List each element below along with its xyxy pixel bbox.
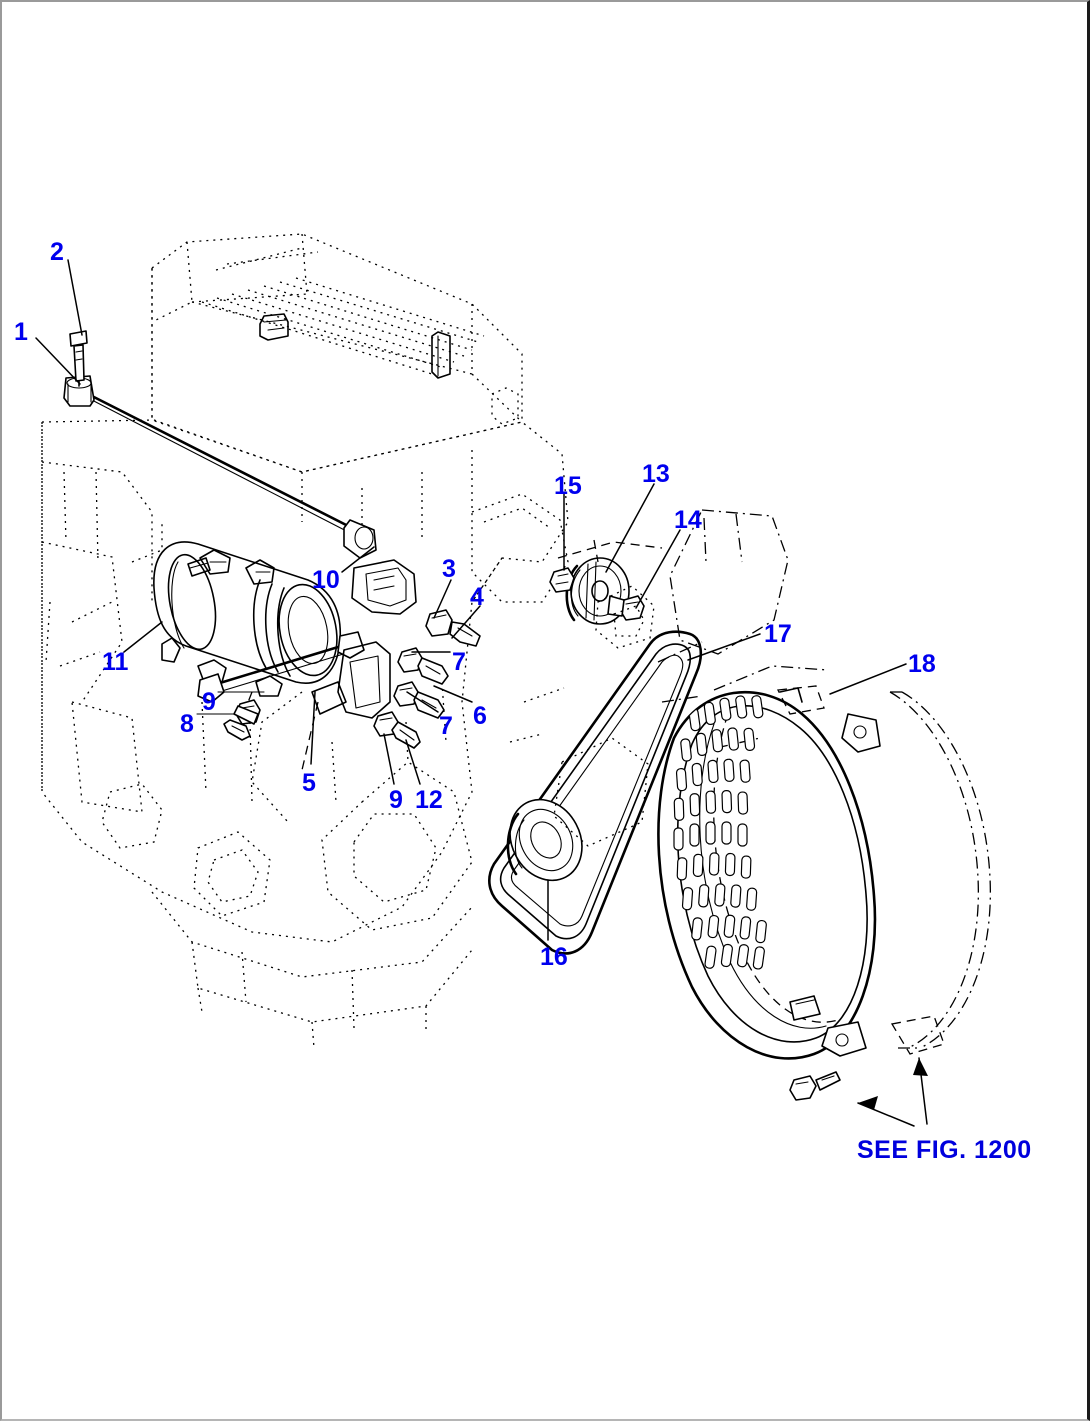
v-belt bbox=[488, 585, 703, 955]
callout-16: 16 bbox=[540, 943, 568, 971]
callout-15: 15 bbox=[554, 472, 582, 500]
engine-block-body bbox=[41, 419, 569, 1049]
bracket-and-rod bbox=[63, 330, 417, 771]
callout-2: 2 bbox=[50, 238, 64, 266]
idler-pulley-assembly bbox=[549, 539, 663, 625]
callout-8: 8 bbox=[180, 710, 194, 738]
callout-6: 6 bbox=[473, 702, 487, 730]
callout-13: 13 bbox=[642, 460, 670, 488]
compressor-assembly bbox=[153, 541, 342, 697]
callout-4: 4 bbox=[470, 583, 484, 611]
fasteners bbox=[196, 609, 481, 749]
engine-valve-cover bbox=[151, 233, 523, 473]
see-fig-reference: SEE FIG. 1200 bbox=[857, 1136, 1032, 1164]
callout-12: 12 bbox=[415, 786, 443, 814]
callout-17: 17 bbox=[764, 620, 792, 648]
callout-5: 5 bbox=[302, 769, 316, 797]
callout-7-second: 7 bbox=[439, 712, 453, 740]
guard-perforations bbox=[673, 695, 767, 970]
callout-11: 11 bbox=[102, 648, 129, 676]
callout-14: 14 bbox=[674, 506, 702, 534]
callout-9-second: 9 bbox=[389, 786, 403, 814]
callout-3: 3 bbox=[442, 555, 456, 583]
callout-leaders bbox=[35, 259, 907, 941]
callout-9: 9 bbox=[202, 688, 216, 716]
fan-guard bbox=[657, 685, 992, 1101]
callout-18: 18 bbox=[908, 650, 936, 678]
callout-7: 7 bbox=[452, 648, 466, 676]
callout-10: 10 bbox=[312, 566, 340, 594]
callout-1: 1 bbox=[14, 318, 28, 346]
see-fig-arrows bbox=[857, 1057, 928, 1127]
